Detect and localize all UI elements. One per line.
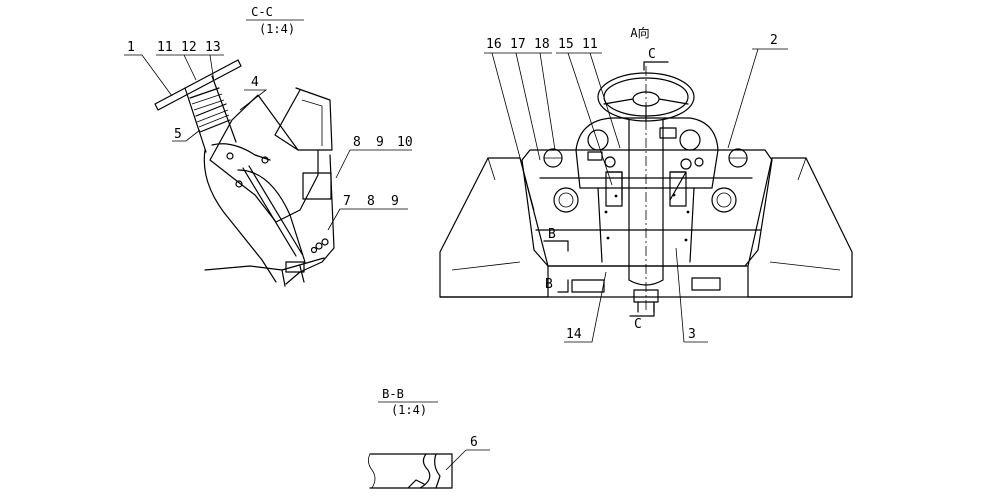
view-a: A向 C C bbox=[439, 25, 853, 343]
steering-column-side bbox=[184, 75, 237, 153]
callout-3: 3 bbox=[688, 327, 696, 342]
callout-18: 18 bbox=[534, 37, 550, 52]
callout-1: 1 bbox=[127, 40, 135, 55]
a-view-title: A向 bbox=[630, 25, 649, 40]
callout-7: 7 bbox=[343, 194, 351, 209]
steering-wheel-side bbox=[154, 59, 242, 111]
callout-13: 13 bbox=[205, 40, 221, 55]
callout-10: 10 bbox=[397, 135, 413, 150]
bb-section-body bbox=[369, 453, 453, 489]
callout-14: 14 bbox=[566, 327, 582, 342]
callout-9-upper: 9 bbox=[376, 135, 384, 150]
right-fender bbox=[747, 157, 853, 298]
bb-view-scale: (1:4) bbox=[391, 403, 427, 417]
console-housing-side bbox=[209, 94, 319, 223]
callout-2: 2 bbox=[770, 33, 778, 48]
section-mark-b-lower: B bbox=[545, 277, 553, 292]
callout-8-lower: 8 bbox=[367, 194, 375, 209]
section-mark-c-top: C bbox=[648, 47, 656, 62]
callout-5: 5 bbox=[174, 127, 182, 142]
callout-12: 12 bbox=[181, 40, 197, 55]
section-mark-c-bottom: C bbox=[634, 317, 642, 332]
right-pod bbox=[711, 187, 737, 213]
callout-9-lower: 9 bbox=[391, 194, 399, 209]
cc-view-scale: (1:4) bbox=[259, 22, 295, 36]
section-view-cc: C-C (1:4) bbox=[124, 5, 413, 287]
callout-11: 11 bbox=[157, 40, 173, 55]
callout-15: 15 bbox=[558, 37, 574, 52]
instrument-cluster bbox=[575, 117, 719, 189]
cc-view-title: C-C bbox=[251, 5, 273, 19]
section-view-bb: B-B (1:4) 6 bbox=[368, 387, 490, 489]
callout-8-upper: 8 bbox=[353, 135, 361, 150]
left-fender bbox=[439, 157, 549, 298]
bb-view-title: B-B bbox=[382, 387, 404, 401]
callout-16: 16 bbox=[486, 37, 502, 52]
cab-shell-side bbox=[203, 143, 277, 283]
callout-17: 17 bbox=[510, 37, 526, 52]
callout-4: 4 bbox=[251, 75, 259, 90]
left-pod bbox=[553, 187, 579, 213]
section-mark-b-upper: B bbox=[548, 227, 556, 242]
callout-6: 6 bbox=[470, 435, 478, 450]
console-body-front bbox=[521, 149, 773, 267]
callout-11-view-a: 11 bbox=[582, 37, 598, 52]
